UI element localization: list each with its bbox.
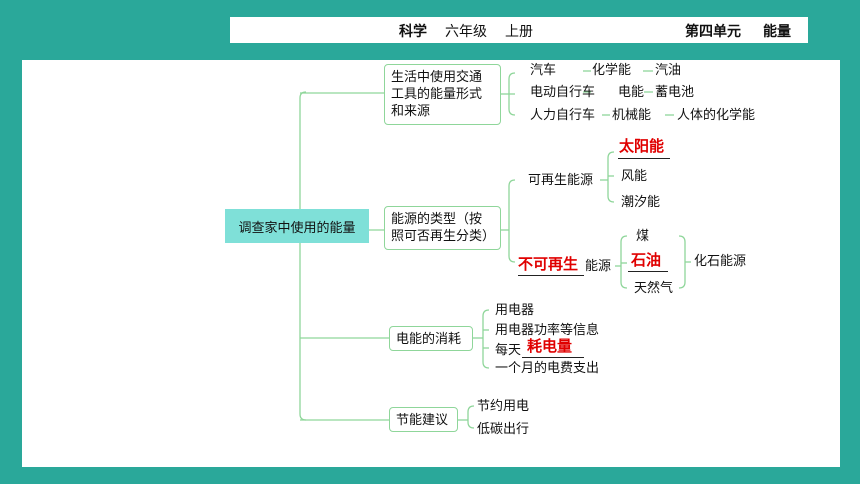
fossil-group-label: 化石能源 [694, 254, 747, 269]
subject-label: 科学 [399, 24, 427, 40]
saving-low-carbon: 低碳出行 [477, 422, 530, 437]
root-label: 调查家中使用的能量 [238, 220, 356, 236]
row1-energy: 化学能 [592, 63, 632, 78]
renewable-tidal: 潮汐能 [621, 195, 661, 210]
consumption-power-info: 用电器功率等信息 [495, 323, 600, 338]
header-bar: 科学 六年级 上册 第四单元 能量 [230, 17, 808, 43]
root-node: 调查家中使用的能量 [225, 209, 369, 243]
answer-nonrenewable-underline [518, 275, 584, 276]
answer-solar: 太阳能 [619, 137, 665, 155]
consumption-daily: 每天 [495, 343, 522, 358]
renewable-wind: 风能 [621, 169, 648, 184]
branch-saving-box: 节能建议 [389, 407, 458, 432]
row3-energy: 机械能 [612, 108, 652, 123]
answer-nonrenewable: 不可再生 [518, 255, 579, 273]
mindmap-panel: 调查家中使用的能量 生活中使用交通工具的能量形式和来源 汽车 化学能 汽油 电动… [22, 60, 840, 467]
fossil-gas: 天然气 [634, 281, 674, 296]
branch-consumption-title: 电能的消耗 [396, 332, 462, 347]
connector-lines [299, 70, 691, 429]
topic-label: 能量 [763, 24, 791, 40]
row2-source: 蓄电池 [655, 85, 695, 100]
answer-solar-underline [618, 158, 670, 159]
branch-transport-title: 生活中使用交通工具的能量形式和来源 [391, 70, 483, 119]
branch-saving-title: 节能建议 [396, 413, 449, 428]
row2-vehicle: 电动自行车 [530, 85, 596, 100]
branch-energy-types-box: 能源的类型（按照可否再生分类） [384, 206, 501, 250]
saving-electricity: 节约用电 [477, 399, 530, 414]
branch-consumption-box: 电能的消耗 [389, 326, 473, 351]
consumption-monthly-bill: 一个月的电费支出 [495, 361, 600, 376]
answer-consumption: 耗电量 [527, 337, 573, 355]
row1-vehicle: 汽车 [530, 63, 557, 78]
branch-energy-types-title: 能源的类型（按照可否再生分类） [391, 212, 496, 244]
row1-source: 汽油 [655, 63, 682, 78]
row3-source: 人体的化学能 [677, 108, 756, 123]
row2-energy: 电能 [618, 85, 645, 100]
grade-label: 六年级 [445, 24, 487, 40]
fossil-coal: 煤 [636, 229, 650, 244]
nonrenewable-suffix: 能源 [585, 259, 612, 274]
consumption-appliance: 用电器 [495, 303, 535, 318]
unit-label: 第四单元 [685, 24, 741, 40]
renewable-label: 可再生能源 [528, 173, 594, 188]
branch-transport-box: 生活中使用交通工具的能量形式和来源 [384, 64, 501, 125]
answer-consumption-underline [522, 357, 584, 358]
volume-label: 上册 [505, 24, 533, 40]
answer-oil-underline [628, 271, 668, 272]
answer-oil: 石油 [631, 251, 662, 269]
row3-vehicle: 人力自行车 [530, 108, 596, 123]
